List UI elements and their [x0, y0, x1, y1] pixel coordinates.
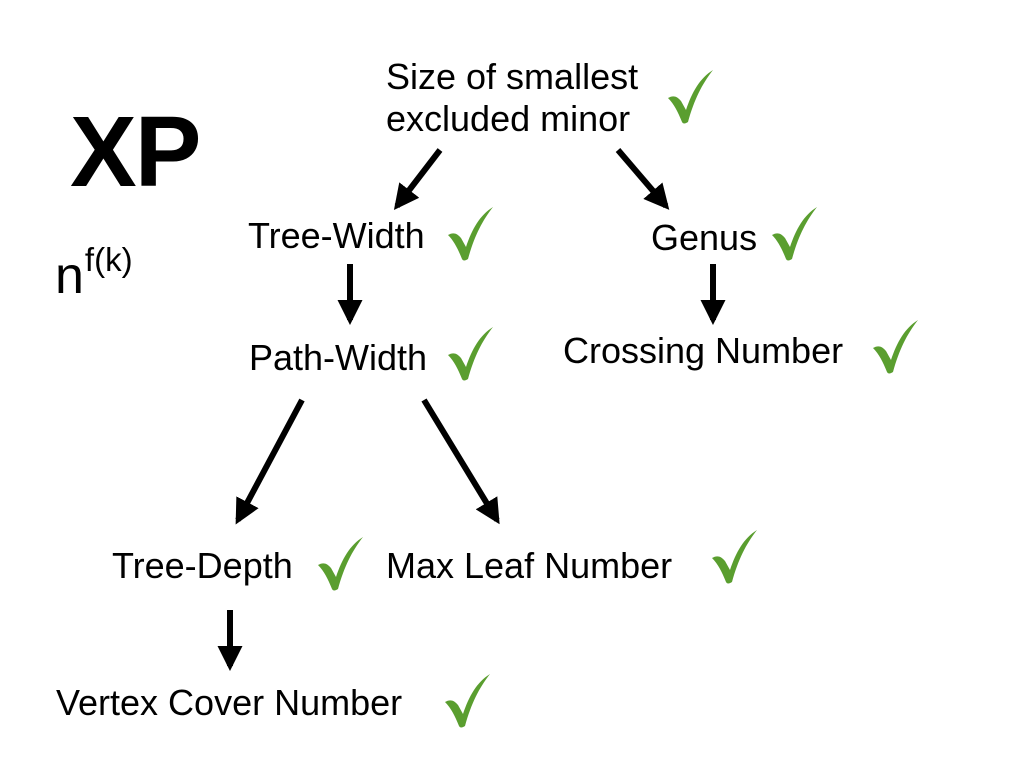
checkmark-icon — [448, 327, 493, 381]
node-tree-depth: Tree-Depth — [112, 545, 293, 586]
node-vertex-cover-number: Vertex Cover Number — [56, 682, 403, 723]
complexity-formula: nf(k) — [55, 243, 133, 305]
arrow-pathwidth-to-treedepth — [235, 398, 305, 525]
checkmark-icon — [873, 320, 918, 374]
node-crossing-number: Crossing Number — [563, 330, 844, 371]
arrow-minor-to-treewidth — [393, 148, 443, 210]
checkmark-icon — [668, 70, 713, 124]
title-xp: XP — [70, 96, 201, 208]
formula-exponent: f(k) — [84, 241, 133, 278]
node-path-width: Path-Width — [249, 337, 428, 378]
node-excluded-minor-line2: excluded minor — [386, 98, 631, 139]
checkmark-icon — [445, 674, 490, 728]
checkmark-icon — [448, 207, 493, 261]
node-tree-width: Tree-Width — [248, 215, 425, 256]
node-genus: Genus — [651, 217, 758, 258]
node-excluded-minor-line1: Size of smallest — [386, 56, 639, 97]
arrow-pathwidth-to-maxleaf — [421, 398, 500, 525]
arrow-minor-to-genus — [615, 148, 670, 210]
node-max-leaf-number: Max Leaf Number — [386, 545, 673, 586]
node-excluded-minor: Size of smallest excluded minor — [386, 56, 638, 140]
checkmark-icon — [712, 530, 757, 584]
formula-base: n — [55, 247, 84, 305]
checkmark-icon — [318, 537, 363, 591]
checkmark-icon — [772, 207, 817, 261]
